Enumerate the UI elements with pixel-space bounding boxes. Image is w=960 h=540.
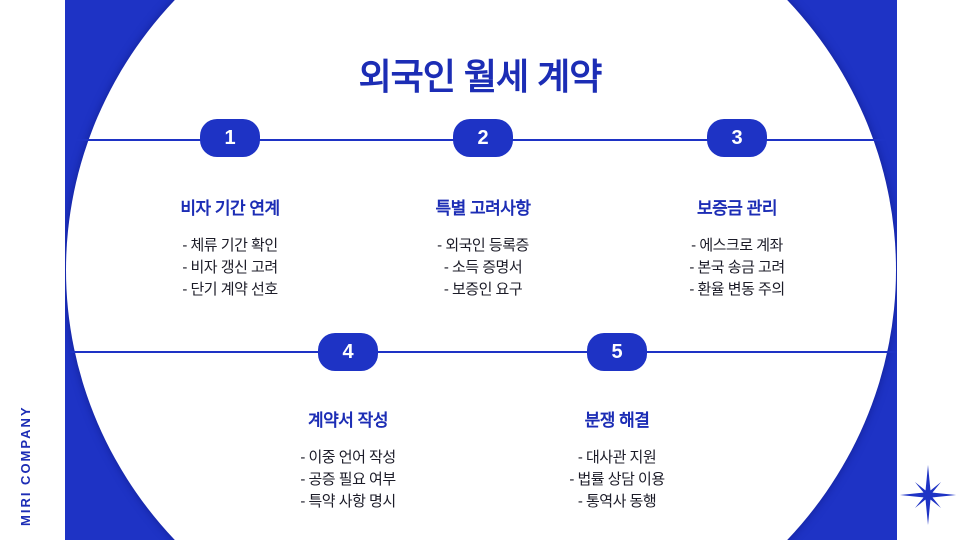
step-column-3: 보증금 관리 - 에스크로 계좌 - 본국 송금 고려 - 환율 변동 주의	[625, 194, 849, 301]
step-column-4: 계약서 작성 - 이중 언어 작성 - 공증 필요 여부 - 특약 사항 명시	[236, 406, 460, 513]
step-number: 4	[342, 340, 354, 363]
step-heading: 특별 고려사항	[435, 199, 531, 218]
step-heading: 보증금 관리	[697, 199, 777, 218]
white-ellipse	[66, 0, 896, 540]
step-item: - 소득 증명서	[443, 259, 523, 276]
step-number: 2	[477, 126, 489, 149]
blue-frame	[65, 0, 897, 540]
step-number: 3	[731, 126, 743, 149]
step-item-list: - 에스크로 계좌 - 본국 송금 고려 - 환율 변동 주의	[625, 235, 849, 301]
step-item: - 환율 변동 주의	[689, 281, 785, 298]
step-item: - 특약 사항 명시	[300, 493, 396, 510]
sparkle-icon	[899, 464, 957, 526]
step-pill-4: 4	[318, 333, 378, 371]
step-item: - 본국 송금 고려	[689, 259, 785, 276]
step-item: - 보증인 요구	[443, 281, 523, 298]
step-pill-2: 2	[453, 119, 513, 157]
brand-vertical-text: MIRI COMPANY	[18, 405, 33, 526]
step-column-5: 분쟁 해결 - 대사관 지원 - 법률 상담 이용 - 통역사 동행	[505, 406, 729, 513]
step-item-list: - 이중 언어 작성 - 공증 필요 여부 - 특약 사항 명시	[236, 447, 460, 513]
step-item: - 법률 상담 이용	[569, 471, 665, 488]
step-item: - 체류 기간 확인	[182, 237, 278, 254]
timeline-line-2	[70, 351, 897, 353]
step-pill-1: 1	[200, 119, 260, 157]
step-item: - 통역사 동행	[577, 493, 657, 510]
step-item: - 에스크로 계좌	[691, 237, 783, 254]
page-title: 외국인 월세 계약	[358, 56, 603, 97]
step-item: - 이중 언어 작성	[300, 449, 396, 466]
step-item: - 공증 필요 여부	[300, 471, 396, 488]
step-item: - 비자 갱신 고려	[182, 259, 278, 276]
step-item: - 단기 계약 선호	[182, 281, 278, 298]
step-item: - 대사관 지원	[577, 449, 657, 466]
step-pill-3: 3	[707, 119, 767, 157]
step-item-list: - 대사관 지원 - 법률 상담 이용 - 통역사 동행	[505, 447, 729, 513]
step-number: 1	[224, 126, 236, 149]
step-item-list: - 체류 기간 확인 - 비자 갱신 고려 - 단기 계약 선호	[118, 235, 342, 301]
step-number: 5	[611, 340, 623, 363]
step-column-2: 특별 고려사항 - 외국인 등록증 - 소득 증명서 - 보증인 요구	[371, 194, 595, 301]
step-column-1: 비자 기간 연계 - 체류 기간 확인 - 비자 갱신 고려 - 단기 계약 선…	[118, 194, 342, 301]
step-item-list: - 외국인 등록증 - 소득 증명서 - 보증인 요구	[371, 235, 595, 301]
step-item: - 외국인 등록증	[437, 237, 529, 254]
step-heading: 분쟁 해결	[584, 411, 650, 430]
step-heading: 계약서 작성	[308, 411, 388, 430]
step-pill-5: 5	[587, 333, 647, 371]
step-heading: 비자 기간 연계	[180, 199, 280, 218]
